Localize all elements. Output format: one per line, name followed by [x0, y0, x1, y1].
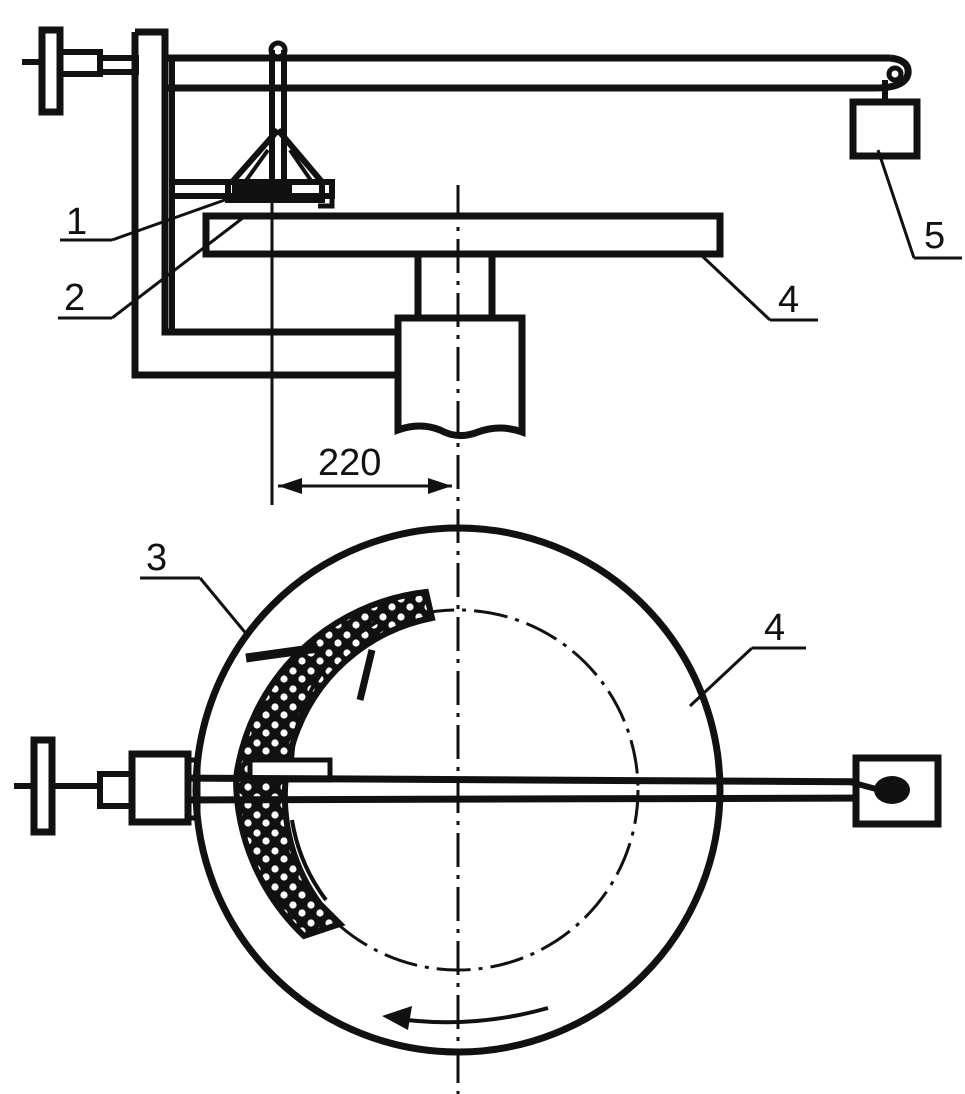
loading-rod	[14, 736, 891, 836]
bottom-view: 3 4	[14, 524, 942, 1056]
lever-arm	[165, 54, 912, 100]
label-2: 2	[64, 277, 85, 319]
disc-side-view	[202, 212, 724, 258]
label-5: 5	[924, 215, 945, 257]
top-view: 220 1 2 4 5	[22, 26, 962, 1094]
brake-shoe	[232, 588, 436, 940]
frame-post	[131, 28, 400, 379]
label-4-bottom: 4	[764, 607, 785, 649]
callouts-bottom: 3 4	[140, 537, 806, 708]
spindle-hub	[394, 254, 526, 439]
label-3: 3	[146, 537, 167, 579]
rotation-arrow	[382, 1006, 549, 1030]
callouts-top: 1 2 4 5	[58, 149, 962, 322]
dimension-220: 220	[270, 196, 452, 505]
label-4-top: 4	[778, 279, 799, 321]
label-1: 1	[66, 201, 87, 243]
top-handwheel	[22, 26, 139, 116]
clamp-3	[245, 643, 319, 663]
shoe-holder	[169, 40, 335, 209]
right-bracket	[849, 754, 942, 828]
dimension-label: 220	[318, 442, 381, 484]
weight-5	[849, 98, 921, 160]
